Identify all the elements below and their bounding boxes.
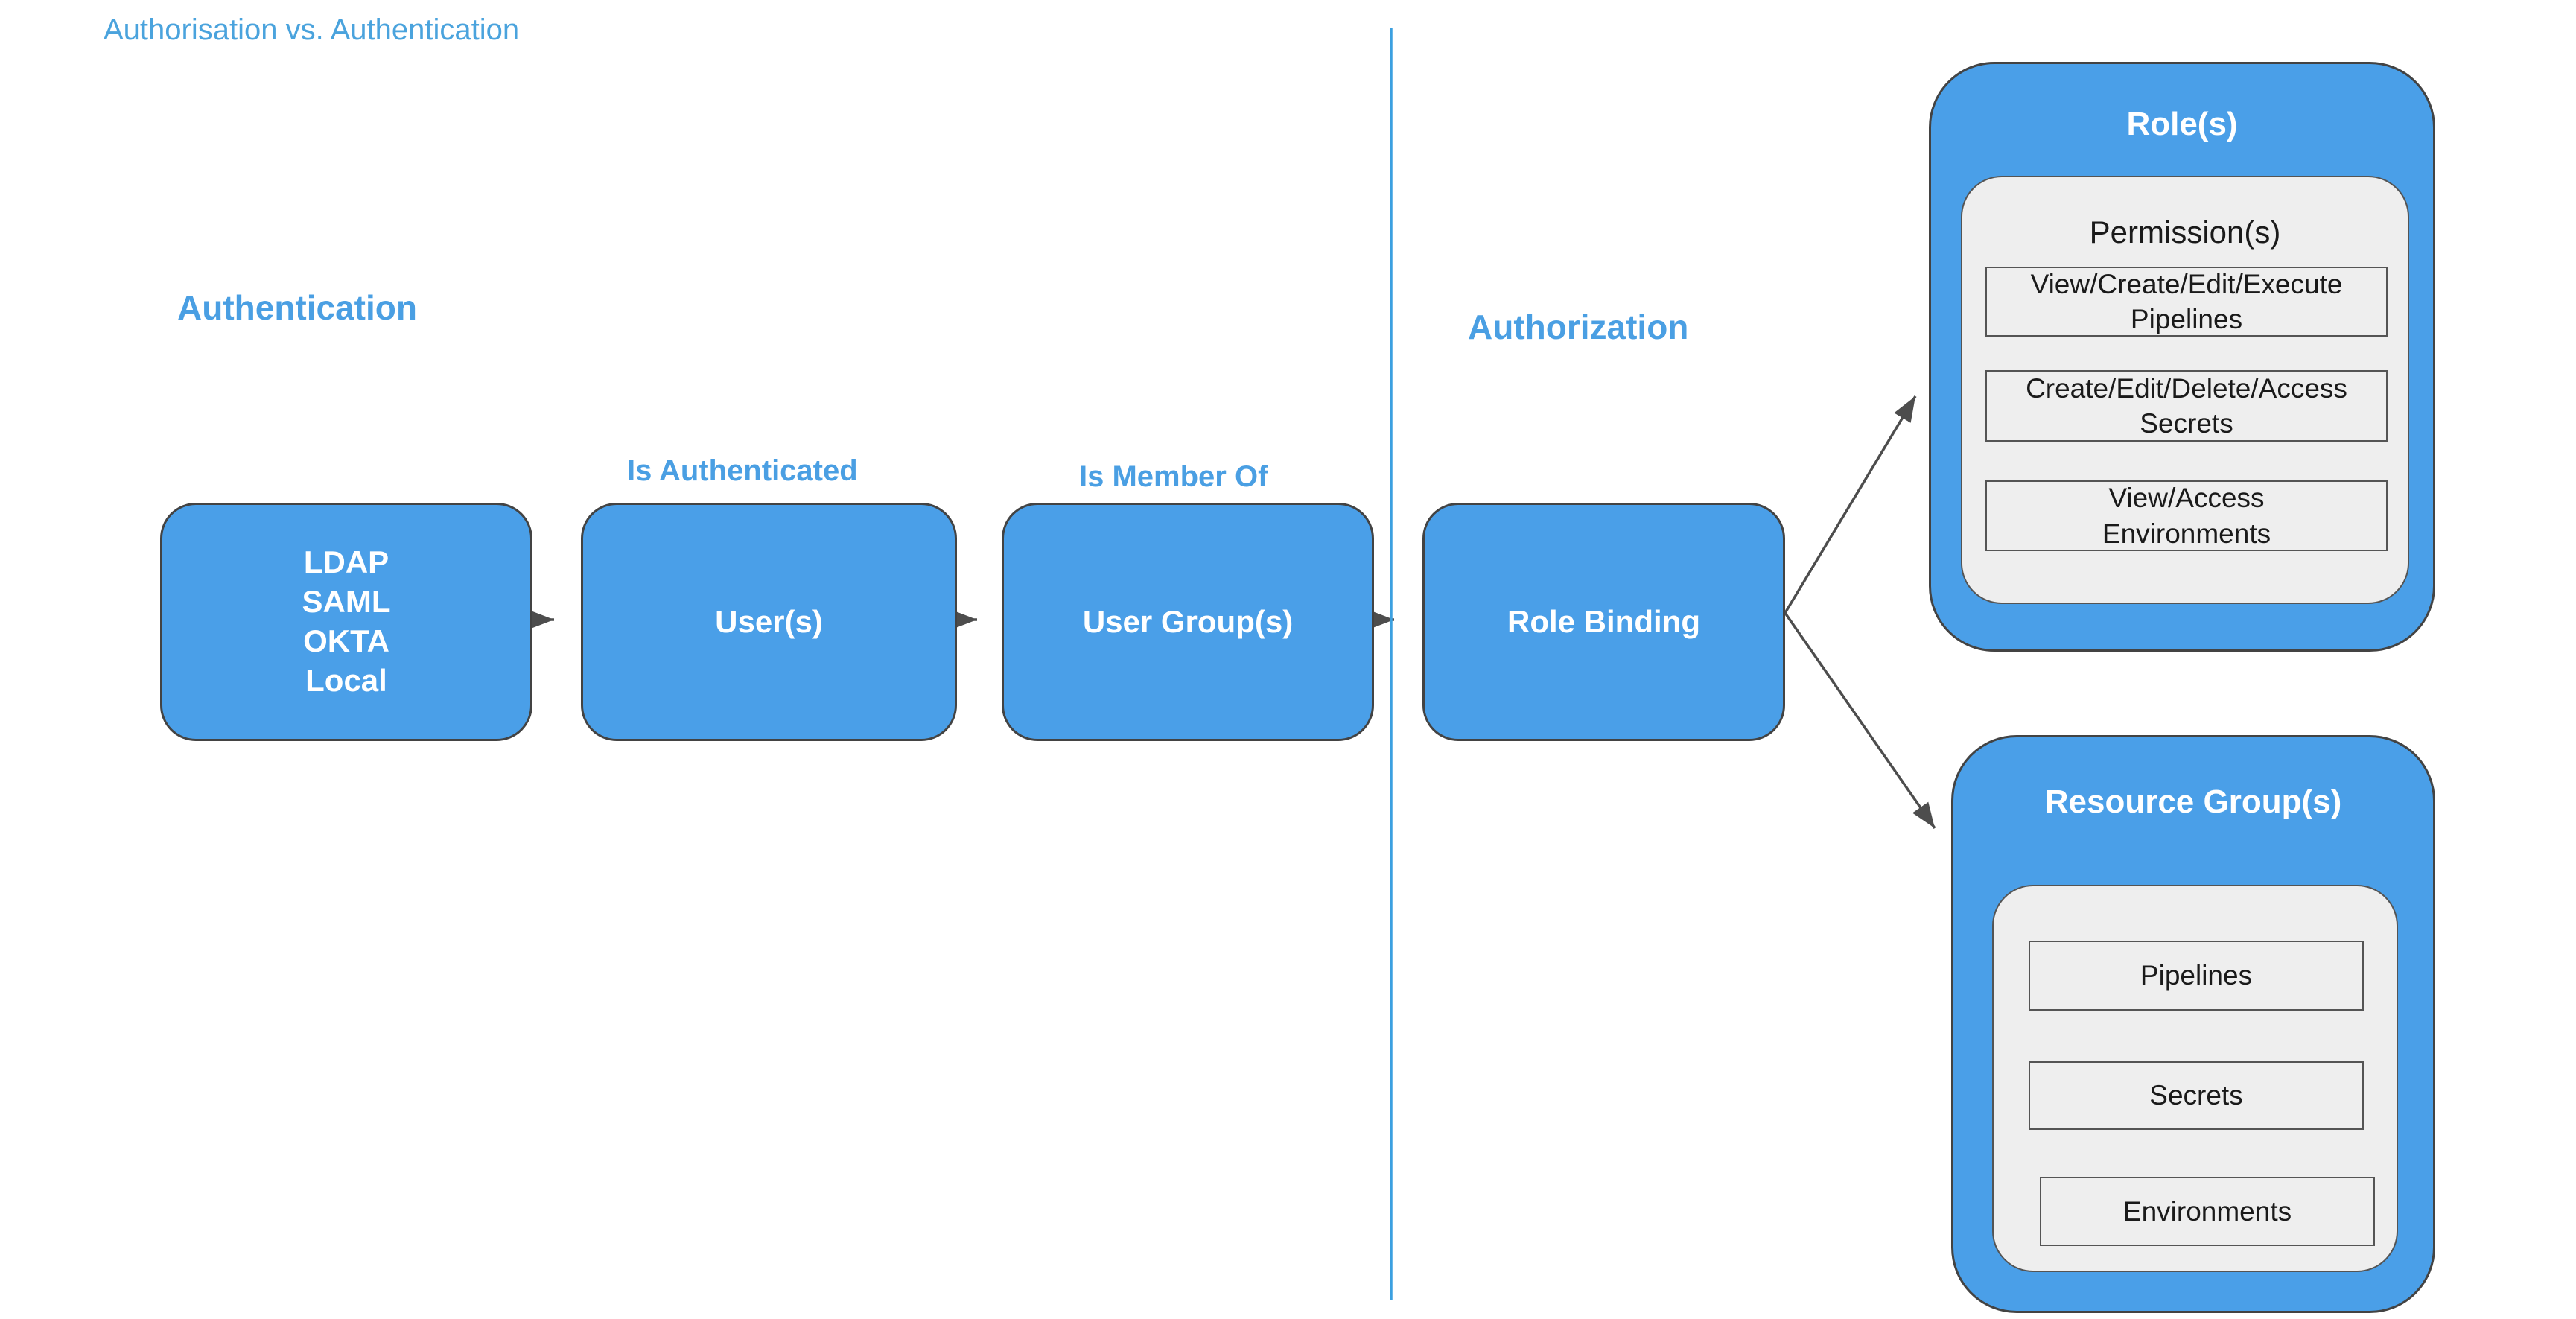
authorization-heading: Authorization [1468,308,1689,346]
resource-groups-container: Resource Group(s) Pipelines Secrets Envi… [1951,735,2435,1313]
roles-title: Role(s) [2126,106,2238,142]
edge-label-is-member-of: Is Member Of [1079,460,1268,493]
edge-label-is-authenticated: Is Authenticated [627,454,858,487]
resource-groups-panel: Pipelines Secrets Environments [1992,885,2398,1272]
permissions-title: Permission(s) [2089,214,2281,250]
node-identity-providers: LDAP SAML OKTA Local [160,503,532,741]
permission-item-pipelines: View/Create/Edit/Execute Pipelines [1985,267,2388,337]
resource-item-secrets: Secrets [2029,1061,2364,1130]
resource-groups-title: Resource Group(s) [2044,784,2342,820]
node-user-groups: User Group(s) [1002,503,1374,741]
arrow-rolebinding-to-roles [1784,395,1917,614]
node-users: User(s) [581,503,957,741]
page-title: Authorisation vs. Authentication [104,13,520,46]
permissions-panel: Permission(s) View/Create/Edit/Execute P… [1961,176,2409,604]
authentication-heading: Authentication [177,288,417,327]
permission-item-secrets: Create/Edit/Delete/Access Secrets [1985,370,2388,442]
roles-container: Role(s) Permission(s) View/Create/Edit/E… [1929,62,2435,652]
resource-item-environments: Environments [2040,1177,2375,1246]
arrow-rolebinding-to-resourcegroups [1784,612,1936,829]
node-role-binding: Role Binding [1422,503,1785,741]
resource-item-pipelines: Pipelines [2029,941,2364,1011]
permission-item-environments: View/Access Environments [1985,480,2388,551]
